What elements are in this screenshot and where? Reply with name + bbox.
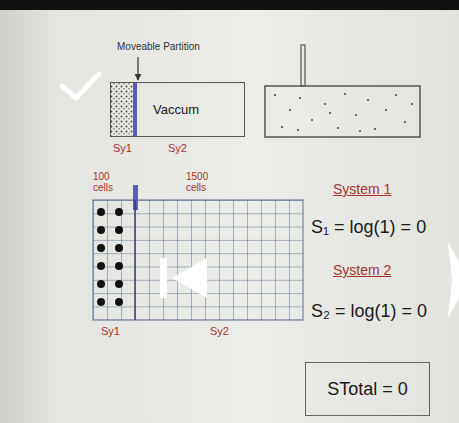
system-label: Sy1 [101, 325, 120, 337]
spread-particles [274, 93, 413, 132]
partition-line [134, 200, 136, 320]
partition [133, 82, 137, 137]
next-icon [448, 242, 459, 318]
partition-label: Moveable Partition [117, 41, 200, 52]
piston-rod [301, 45, 305, 86]
system-label: Sy1 [113, 142, 132, 154]
box-text: Vaccum [153, 102, 199, 117]
system-label: Sy2 [168, 142, 187, 154]
cell-count: 100 cells [93, 171, 113, 193]
particles [97, 208, 123, 306]
system-heading: System 1 [333, 182, 391, 197]
expanded-box [265, 86, 420, 137]
cell-grid [93, 200, 303, 320]
entropy-formula: S₁ = log(1) = 0 [311, 218, 426, 238]
check-icon [62, 74, 99, 98]
system-heading: System 2 [333, 263, 391, 278]
photo-edge [0, 0, 459, 10]
chamber-box: Vaccum [110, 82, 245, 137]
system-label: Sy2 [210, 325, 229, 337]
back-icon [160, 258, 167, 298]
box-text: STotal = 0 [327, 379, 408, 400]
cell-count: 1500 cells [186, 171, 208, 193]
back-icon [172, 258, 207, 298]
total-entropy-box: STotal = 0 [305, 362, 430, 416]
leader-arrow [137, 57, 138, 80]
gas-particles [111, 83, 133, 136]
entropy-formula: S₂ = log(1) = 0 [311, 302, 427, 322]
